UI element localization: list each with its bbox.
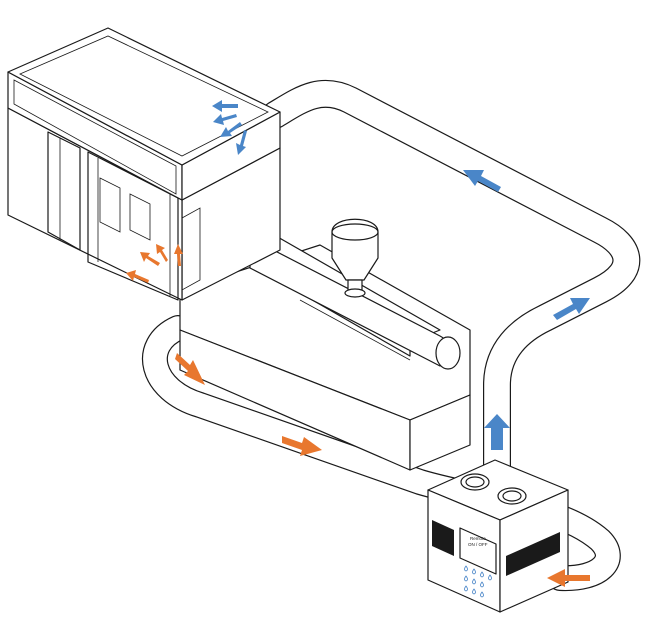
cold-arrow-roof-1	[212, 100, 238, 112]
left-grill	[432, 520, 454, 556]
panel-line-1: Remote	[470, 536, 486, 541]
control-panel	[459, 527, 497, 575]
cold-arrow-top-duct	[463, 170, 501, 192]
right-grill	[506, 532, 560, 576]
water-drops	[464, 565, 492, 598]
hot-arrow-exit-2	[140, 252, 160, 266]
spot-cooler: Remote ON / OFF	[427, 459, 569, 613]
cold-air-arrows	[212, 100, 590, 450]
molding-enclosure	[7, 27, 281, 301]
cold-arrow-roof-4	[236, 130, 247, 155]
cold-arrow-riser	[553, 298, 590, 320]
hot-arrow-exit-3	[156, 244, 168, 262]
cold-arrow-roof-3	[220, 122, 242, 137]
hot-arrow-duct-1	[175, 353, 205, 385]
hot-arrow-exit-1	[126, 270, 149, 283]
hot-arrow-exit-4	[174, 244, 183, 266]
machine-base	[179, 218, 471, 471]
hot-arrow-duct-2	[282, 436, 322, 456]
supply-duct	[261, 79, 641, 484]
hot-air-arrows	[126, 244, 590, 587]
cold-arrow-roof-2	[213, 114, 237, 125]
hopper	[331, 218, 379, 298]
panel-line-2: ON / OFF	[468, 542, 488, 547]
hot-arrow-cooler-inlet	[547, 569, 590, 587]
cold-arrow-up-cooler	[484, 414, 510, 450]
